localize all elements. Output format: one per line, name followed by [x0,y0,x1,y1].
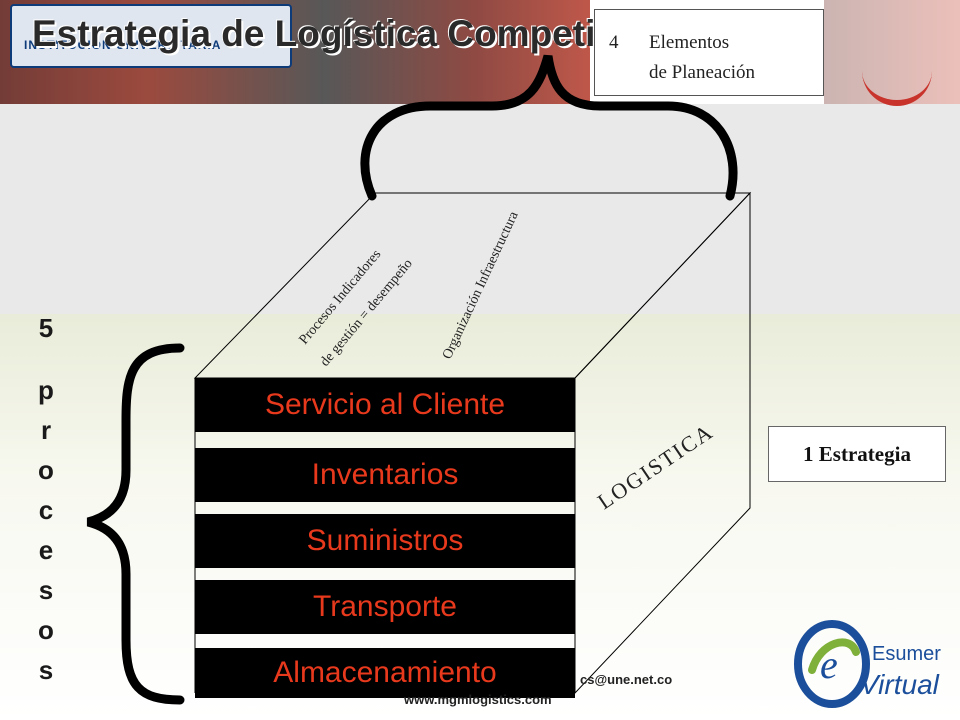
process-label-1: Servicio al Cliente [264,388,506,421]
process-bar-2: Inventarios [195,448,575,502]
elements-line-1: Elementos [649,32,730,53]
elements-line-2: de Planeación [649,62,756,83]
slide-title: Estrategia de Logística Competitiva [32,13,660,54]
vertical-char: r [40,415,52,445]
footer-email: cs@une.net.co [580,672,673,687]
esumer-e-letter: e [820,642,838,687]
upper-background [0,104,960,314]
process-bar-1: Servicio al Cliente [195,378,575,432]
strategy-label: 1 Estrategia [803,441,911,466]
vertical-char: c [38,495,54,525]
process-bar-3: Suministros [195,514,575,568]
esumer-ring [794,620,870,708]
process-label-4: Transporte [313,590,457,623]
elements-number: 4 [609,32,619,53]
esumer-swoosh [808,638,860,674]
vertical-char: e [38,535,54,565]
esumer-name-top: Esumer [872,643,941,665]
vertical-char: 5 [38,313,54,343]
strategy-box: 1 Estrategia [768,426,946,482]
vertical-char: p [38,375,54,405]
esumer-virtual-logo: e Esumer Virtual [794,620,941,708]
vertical-char: s [38,575,54,605]
esumer-name-bottom: Virtual [860,669,940,700]
process-bar-5: Almacenamiento [195,648,575,698]
institution-logo [10,4,292,68]
process-label-3: Suministros [306,524,464,557]
decorative-red-arc [862,70,932,106]
vertical-char: s [38,655,54,685]
processes-vertical-label: 5 p r o c e s o s [32,308,60,690]
top-brace [360,54,738,201]
vertical-char: o [38,455,54,485]
left-brace [86,343,185,705]
process-label-5: Almacenamiento [273,656,497,689]
elements-box: 4 Elementos de Planeación [594,9,824,96]
process-label-2: Inventarios [311,458,459,491]
top-label-organization: Organización Infraestructura [440,209,522,362]
institution-logo-text: INSTITUCIÓN UNIVERSITARIA [24,38,222,52]
footer-website: www.mgmlogistics.com [404,692,552,707]
process-bar-4: Transporte [195,580,575,634]
vertical-char: o [38,615,54,645]
cube-side-face [574,191,751,695]
side-label-logistica: LOGISTICA [593,418,718,514]
